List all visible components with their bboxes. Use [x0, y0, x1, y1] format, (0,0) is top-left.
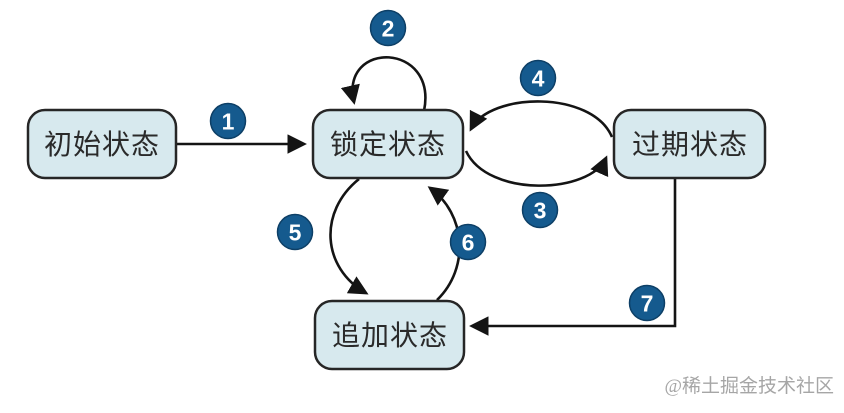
edge-badge-4-circle: [519, 59, 557, 97]
edge-badge-3-number: 3: [534, 198, 547, 224]
state-node-expired: 过期状态: [612, 108, 767, 180]
edge-badge-1: 1: [209, 102, 247, 140]
edge-badge-7: 7: [628, 284, 666, 322]
state-node-append-label: 追加状态: [332, 320, 448, 352]
edge-badge-2-number: 2: [382, 16, 395, 42]
edge-2-locked-self-loop: [340, 56, 427, 112]
state-node-locked: 锁定状态: [311, 108, 465, 180]
edge-badge-6-number: 6: [462, 230, 475, 256]
watermark-text: @稀土掘金技术社区: [665, 375, 835, 397]
edge-badge-1-circle: [209, 102, 247, 140]
edge-badge-3-circle: [521, 191, 559, 229]
edge-badge-4-number: 4: [532, 66, 545, 92]
edge-5-locked-to-append: [329, 177, 369, 295]
edge-badge-3: 3: [521, 191, 559, 229]
edge-badge-5-circle: [276, 213, 314, 251]
state-node-append: 追加状态: [313, 299, 466, 371]
edge-3-locked-to-expired: [464, 150, 609, 187]
state-node-expired-label: 过期状态: [632, 129, 748, 161]
state-node-expired-shape: [612, 108, 767, 180]
edge-badge-5-number: 5: [289, 220, 302, 246]
edge-4-expired-to-locked: [469, 100, 614, 138]
edge-7-expired-to-append: [469, 179, 677, 336]
edge-badge-6: 6: [449, 223, 487, 261]
edge-badge-7-number: 7: [641, 291, 654, 317]
state-node-append-shape: [313, 299, 466, 371]
state-node-initial-label: 初始状态: [44, 129, 160, 161]
edge-badge-5: 5: [276, 213, 314, 251]
edge-badge-7-circle: [628, 284, 666, 322]
edge-badge-1-number: 1: [222, 109, 235, 135]
state-node-initial-shape: [26, 108, 178, 180]
state-node-locked-label: 锁定状态: [330, 129, 446, 161]
edge-badge-4: 4: [519, 59, 557, 97]
edge-badge-2-circle: [369, 9, 407, 47]
edge-badge-2: 2: [369, 9, 407, 47]
edge-badge-6-circle: [449, 223, 487, 261]
state-node-initial: 初始状态: [26, 108, 178, 180]
state-node-locked-shape: [311, 108, 465, 180]
